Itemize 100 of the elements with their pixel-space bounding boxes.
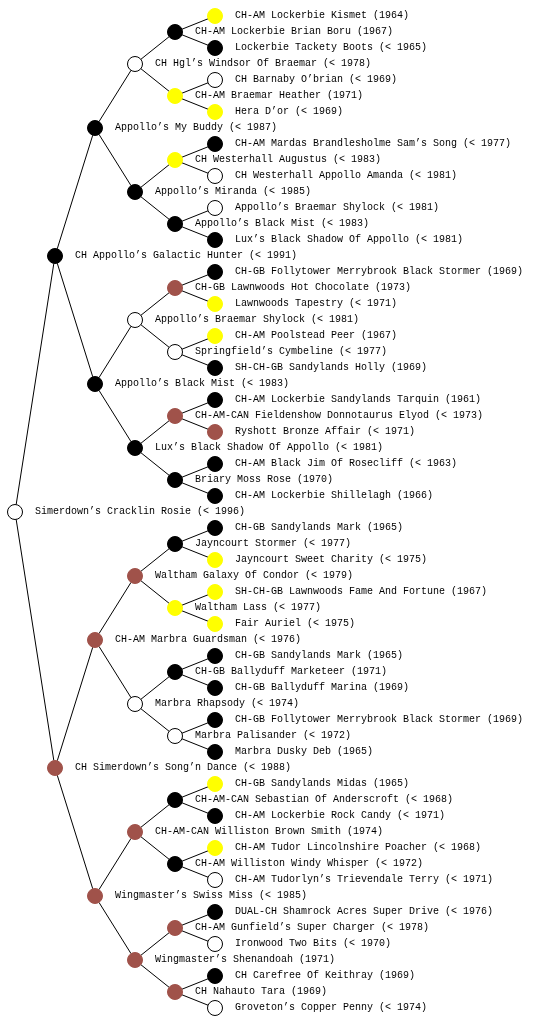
pedigree-line [98, 901, 132, 955]
pedigree-line [181, 802, 209, 814]
pedigree-line [181, 418, 209, 430]
pedigree-line [98, 581, 132, 635]
pedigree-line [140, 580, 170, 604]
pedigree-line [140, 964, 170, 988]
dog-name: CH-GB Sandylands Mark (1965) [235, 521, 404, 535]
pedigree-line [56, 646, 94, 762]
pedigree-line [140, 68, 170, 92]
pedigree-line [181, 978, 209, 990]
dog-name: Ryshott Bronze Affair (< 1971) [235, 425, 416, 439]
pedigree-line [181, 162, 209, 174]
pedigree-line [98, 133, 132, 187]
dog-name: CH-AM Lockerbie Brian Boru (1967) [195, 25, 394, 39]
pedigree-line [140, 804, 170, 828]
pedigree-line [140, 676, 170, 700]
dog-name: SH-CH-GB Sandylands Holly (1969) [235, 361, 428, 375]
dog-name: CH-AM-CAN Sebastian Of Anderscroft (< 1968) [195, 793, 454, 807]
pedigree-line [181, 354, 209, 366]
dog-name: Lux’s Black Shadow Of Appollo (< 1981) [155, 441, 384, 455]
pedigree-line [181, 786, 209, 798]
dog-name: Wingmaster’s Swiss Miss (< 1985) [115, 889, 308, 903]
dog-name: CH Barnaby O’brian (< 1969) [235, 73, 398, 87]
pedigree-line [181, 930, 209, 942]
pedigree-line [140, 324, 170, 348]
dog-name: Jayncourt Stormer (< 1977) [195, 537, 352, 551]
pedigree-line [181, 226, 209, 238]
pedigree-line [140, 708, 170, 732]
dog-name: CH-AM Tudorlyn’s Trievendale Terry (< 1971) [235, 873, 494, 887]
pedigree-line [181, 850, 209, 862]
pedigree-line [181, 994, 209, 1006]
dog-name: CH-AM Braemar Heather (1971) [195, 89, 364, 103]
pedigree-line [98, 837, 132, 891]
dog-name: Appollo’s Braemar Shylock (< 1981) [155, 313, 360, 327]
pedigree-line [181, 658, 209, 670]
pedigree-line [181, 34, 209, 46]
dog-name: CH Hgl’s Windsor Of Braemar (< 1978) [155, 57, 372, 71]
pedigree-line [15, 262, 55, 506]
pedigree-line [181, 594, 209, 606]
pedigree-line [140, 196, 170, 220]
dog-name: Lockerbie Tackety Boots (< 1965) [235, 41, 428, 55]
pedigree-line [140, 548, 170, 572]
dog-name: CH-GB Ballyduff Marketeer (1971) [195, 665, 388, 679]
dog-name: Fair Auriel (< 1975) [235, 617, 356, 631]
pedigree-line [181, 914, 209, 926]
dog-name: CH-AM Lockerbie Shillelagh (1966) [235, 489, 434, 503]
dog-name: Marbra Palisander (< 1972) [195, 729, 352, 743]
dog-name: SH-CH-GB Lawnwoods Fame And Fortune (1967) [235, 585, 488, 599]
dog-name: CH-AM Lockerbie Sandylands Tarquin (1961) [235, 393, 482, 407]
dog-name: CH-GB Lawnwoods Hot Chocolate (1973) [195, 281, 412, 295]
dog-name: CH Westerhall Augustus (< 1983) [195, 153, 382, 167]
dog-name: Appollo’s Miranda (< 1985) [155, 185, 312, 199]
dog-name: Appollo’s Black Mist (< 1983) [195, 217, 370, 231]
pedigree-line [98, 325, 132, 379]
dog-name: CH-AM Black Jim Of Rosecliff (< 1963) [235, 457, 458, 471]
dog-name: Hera D’or (< 1969) [235, 105, 344, 119]
dog-name: CH-AM Poolstead Peer (1967) [235, 329, 398, 343]
pedigree-line [181, 722, 209, 734]
dog-name: CH Carefree Of Keithray (1969) [235, 969, 416, 983]
pedigree-line [181, 738, 209, 750]
pedigree-line [181, 610, 209, 622]
dog-name: Springfield’s Cymbeline (< 1977) [195, 345, 388, 359]
pedigree-line [181, 98, 209, 110]
pedigree-line [181, 290, 209, 302]
pedigree-line [181, 338, 209, 350]
dog-name: Lux’s Black Shadow Of Appollo (< 1981) [235, 233, 464, 247]
pedigree-line [140, 292, 170, 316]
dog-name: Appollo’s My Buddy (< 1987) [115, 121, 278, 135]
dog-name: Jayncourt Sweet Charity (< 1975) [235, 553, 428, 567]
pedigree-line [181, 274, 209, 286]
dog-name: CH-AM Mardas Brandlesholme Sam’s Song (< 1977) [235, 137, 512, 151]
dog-name: CH-GB Sandylands Mark (1965) [235, 649, 404, 663]
pedigree-line [181, 82, 209, 94]
dog-name: Appollo’s Braemar Shylock (< 1981) [235, 201, 440, 215]
dog-name: CH-AM Tudor Lincolnshire Poacher (< 1968) [235, 841, 482, 855]
dog-name: CH-GB Sandylands Midas (1965) [235, 777, 410, 791]
dog-name: CH-AM-CAN Fieldenshow Donnotaurus Elyod (< 1973) [195, 409, 484, 423]
pedigree-line [56, 774, 94, 890]
dog-name: CH Nahauto Tara (1969) [195, 985, 328, 999]
pedigree-line [98, 645, 132, 699]
pedigree-line [181, 866, 209, 878]
dog-name: CH-GB Follytower Merrybrook Black Stormer (1969) [235, 713, 524, 727]
pedigree-line [181, 18, 209, 30]
pedigree-line [181, 546, 209, 558]
dog-name: Ironwood Two Bits (< 1970) [235, 937, 392, 951]
dog-name: DUAL-CH Shamrock Acres Super Drive (< 1976) [235, 905, 494, 919]
pedigree-line [140, 452, 170, 476]
pedigree-line [140, 36, 170, 60]
dog-name: CH-AM Gunfield’s Super Charger (< 1978) [195, 921, 430, 935]
dog-name: CH Appollo’s Galactic Hunter (< 1991) [75, 249, 298, 263]
pedigree-line [140, 932, 170, 956]
pedigree-line [56, 134, 94, 250]
pedigree-line [181, 674, 209, 686]
dog-name: CH-AM Marbra Guardsman (< 1976) [115, 633, 302, 647]
pedigree-line [181, 466, 209, 478]
pedigree-line [181, 530, 209, 542]
dog-name: CH Simerdown’s Song’n Dance (< 1988) [75, 761, 292, 775]
pedigree-line [98, 69, 132, 123]
dog-name: Simerdown’s Cracklin Rosie (< 1996) [35, 505, 246, 519]
pedigree-line [140, 420, 170, 444]
